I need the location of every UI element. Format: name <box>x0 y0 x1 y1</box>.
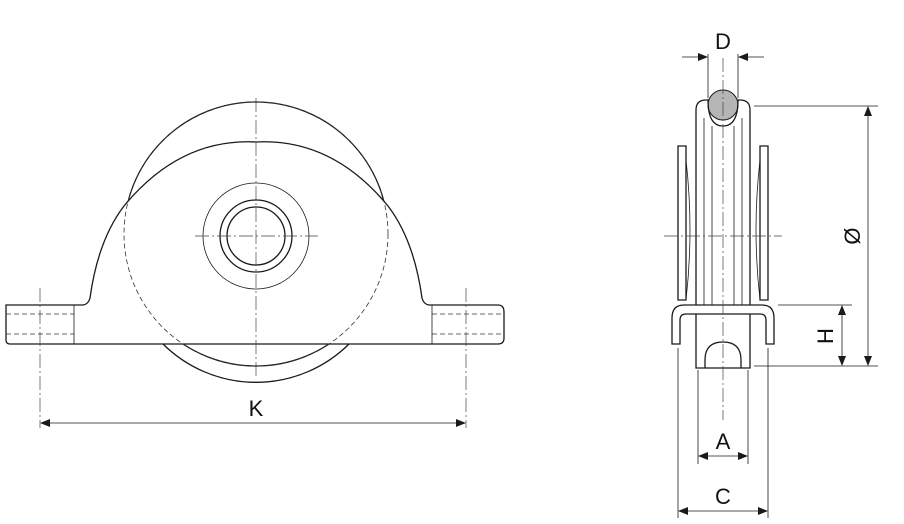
front-wheel-bottom-arc <box>162 343 350 383</box>
side-bracket-flare-right <box>755 159 761 301</box>
side-view: D Ø H A C <box>664 29 878 518</box>
dimension-a-label: A <box>716 429 731 454</box>
dimension-d-label: D <box>715 29 731 54</box>
side-wheel-body <box>695 99 751 369</box>
dimension-h-label: H <box>813 328 838 344</box>
front-view: K <box>5 98 505 428</box>
side-bracket-plate-right <box>759 145 769 301</box>
side-wheel-lower-groove <box>704 341 742 368</box>
side-bracket-plate-left <box>677 145 687 301</box>
dimension-diameter-label: Ø <box>840 227 865 244</box>
front-bracket-body <box>5 141 505 345</box>
dimension-k-label: K <box>249 396 264 421</box>
front-mounting-hole-right <box>431 305 504 344</box>
dimension-c-label: C <box>715 484 731 509</box>
front-wheel-hidden-rim <box>123 101 389 367</box>
side-bracket-flare-left <box>685 159 691 301</box>
